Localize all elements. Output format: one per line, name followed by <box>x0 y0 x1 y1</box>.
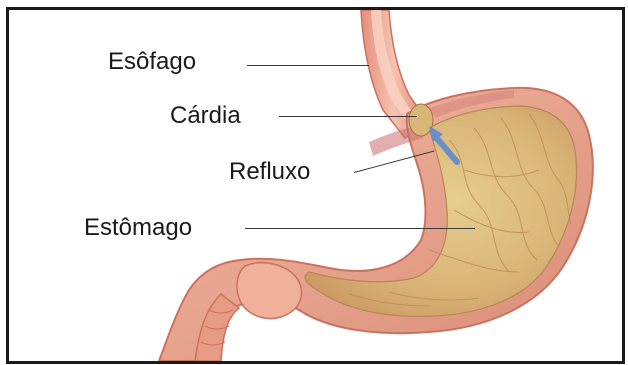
cardia-label: Cárdia <box>170 104 241 128</box>
esofago-leader <box>247 65 369 66</box>
cardia-leader <box>279 116 417 117</box>
estomago-leader <box>245 228 475 229</box>
cardia-region <box>409 104 433 136</box>
estomago-label: Estômago <box>84 216 192 240</box>
diagram-frame: Esôfago Cárdia Refluxo Estômago <box>6 7 625 364</box>
stomach-illustration <box>9 10 622 361</box>
esofago-label: Esôfago <box>108 50 196 74</box>
refluxo-label: Refluxo <box>229 160 310 184</box>
